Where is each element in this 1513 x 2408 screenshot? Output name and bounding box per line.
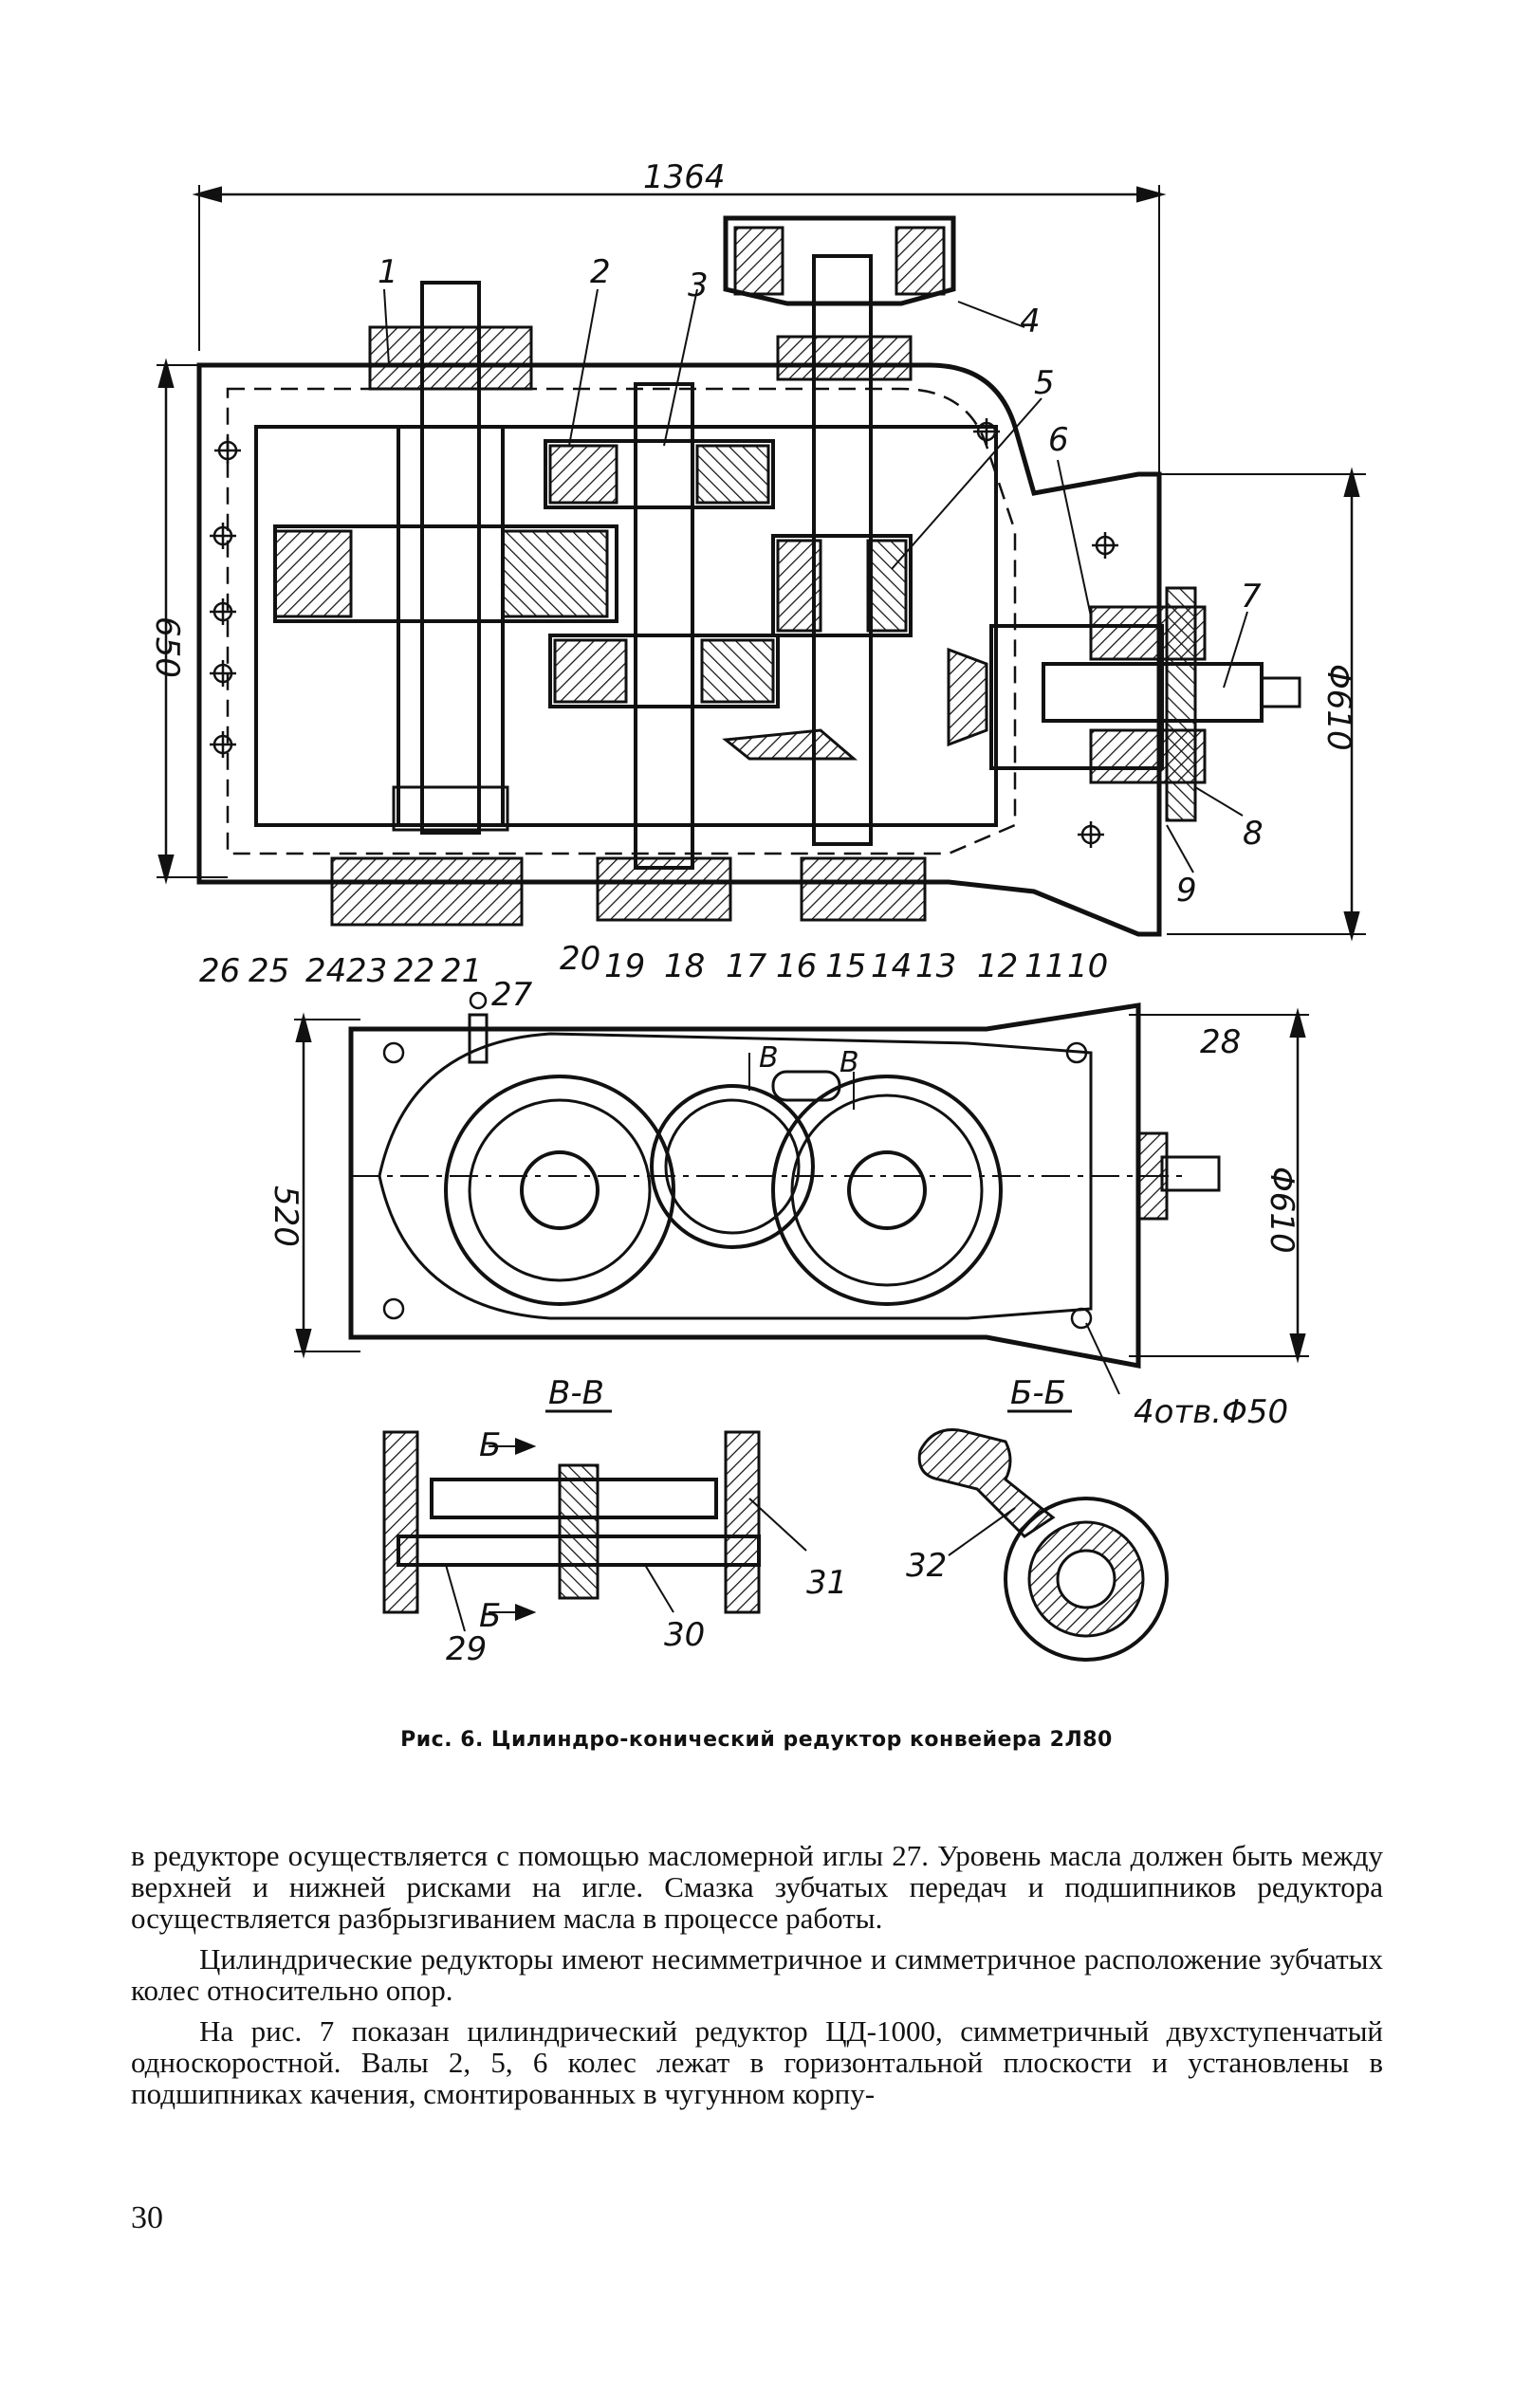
section-view [157,185,1366,942]
part-label-18: 18 [664,947,705,985]
page-number: 30 [131,2200,163,2235]
part-label-9: 9 [1176,872,1197,910]
part-label-7: 7 [1241,578,1262,616]
part-label-2: 2 [590,253,611,291]
dim-width-top: 1364 [643,158,726,196]
part-label-30: 30 [664,1616,705,1654]
dim-diameter-plan: Φ610 [1263,1167,1301,1254]
part-label-19: 19 [604,947,645,985]
part-label-20: 20 [560,940,600,978]
part-label-25: 25 [249,952,289,990]
part-label-8: 8 [1243,815,1264,853]
part-label-26: 26 [199,952,240,990]
part-labels-top: 1 2 3 4 5 6 7 8 9 [378,253,1264,910]
figure-caption: Рис. 6. Цилиндро-конический редуктор кон… [400,1728,1113,1752]
holes-note: 4отв.Φ50 [1134,1393,1288,1431]
dim-height-left: 650 [148,616,186,678]
part-label-14: 14 [871,947,912,985]
section-mark-b-top: Б [479,1426,501,1464]
part-label-28: 28 [1200,1023,1241,1061]
part-label-21: 21 [441,952,482,990]
body-text: в редукторе осуществляется с помощью мас… [131,1840,1383,2109]
dim-height-plan: 520 [267,1186,304,1247]
part-label-32: 32 [906,1547,947,1585]
leader-lines [383,288,1248,873]
part-label-23: 23 [346,952,387,990]
part-label-6: 6 [1048,421,1069,459]
part-label-12: 12 [977,947,1018,985]
section-vv-detail [382,1409,807,1632]
part-label-1: 1 [378,253,398,291]
part-label-22: 22 [394,952,434,990]
part-label-16: 16 [776,947,817,985]
part-label-15: 15 [825,947,866,985]
part-label-11: 11 [1024,947,1065,985]
section-bb-detail [917,1409,1169,1662]
part-label-17: 17 [726,947,767,985]
part-label-13: 13 [915,947,956,985]
plan-view [294,991,1309,1395]
technical-drawing: 1364 650 Φ610 1 2 3 4 5 6 7 8 9 26 25 24… [148,158,1366,1668]
paragraph-1: в редукторе осуществляется с помощью мас… [131,1839,1383,1935]
part-label-10: 10 [1067,947,1108,985]
paragraph-2: Цилиндрические редукторы имеют несимметр… [131,1942,1383,2007]
part-label-3: 3 [688,267,709,304]
part-labels-bottom: 26 25 24 23 22 21 20 19 18 17 16 15 14 1… [199,940,1108,990]
dim-diameter-top: Φ610 [1319,664,1357,751]
section-bb-title: Б-Б [1010,1374,1066,1412]
part-label-31: 31 [806,1564,847,1602]
part-label-4: 4 [1020,303,1041,340]
plan-mark-v1: В [759,1041,779,1075]
section-vv-title: В-В [548,1374,604,1412]
part-label-29: 29 [446,1630,487,1668]
part-label-5: 5 [1034,364,1055,402]
part-label-24: 24 [305,952,346,990]
paragraph-3: На рис. 7 показан цилиндрический редукто… [131,2014,1383,2110]
part-label-27: 27 [491,976,533,1014]
plan-mark-v2: В [840,1046,859,1079]
section-mark-b-bottom: Б [479,1597,501,1635]
